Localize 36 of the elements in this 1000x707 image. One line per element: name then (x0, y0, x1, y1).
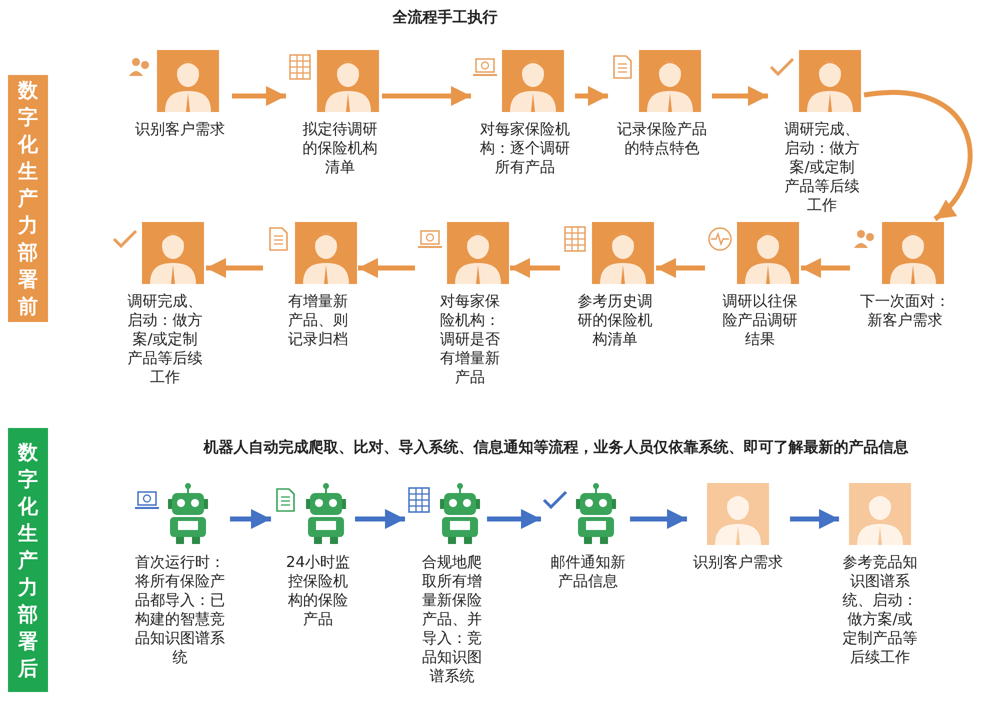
section-band: 数字化生产力部署前 (8, 75, 48, 322)
step-text: 调研完成、启动：做方案/或定制产品等后续工作 (126, 292, 204, 387)
step-text: 邮件通知新产品信息 (550, 553, 626, 591)
step-text: 参考竞品知识图谱系统、启动：做方案/或定制产品等后续工作 (842, 553, 918, 667)
step-text: 下一次面对：新客户需求 (859, 292, 951, 330)
arrow (230, 509, 271, 529)
step-text: 对每家保险机构：逐个调研所有产品 (479, 120, 571, 177)
arrow (801, 258, 850, 278)
step-text: 有增量新产品、则记录归档 (287, 292, 349, 349)
step-text: 调研完成、启动：做方案/或定制产品等后续工作 (784, 120, 860, 215)
arrow (575, 86, 608, 106)
step-text: 合规地爬取所有增量新保险产品、并导入：竞品知识图谱系统 (421, 553, 483, 686)
step-text: 对每家保险机构：调研是否有增量新产品 (439, 292, 501, 387)
arrow (232, 86, 286, 106)
arrow (382, 86, 471, 106)
arrow (206, 258, 263, 278)
arrow (487, 509, 541, 529)
heading: 全流程手工执行 (392, 8, 498, 27)
step-text: 记录保险产品的特点特色 (616, 120, 708, 158)
arrow (510, 258, 560, 278)
arrow (630, 509, 687, 529)
arrow (712, 86, 768, 106)
arrow (790, 509, 839, 529)
arrow (355, 509, 405, 529)
step-text: 识别客户需求 (692, 553, 784, 572)
arrow (358, 258, 415, 278)
arrow (656, 258, 705, 278)
subheading: 机器人自动完成爬取、比对、导入系统、信息通知等流程，业务人员仅依靠系统、即可了解最新的产品信息 (204, 438, 908, 457)
step-text: 参考历史调研的保险机构清单 (576, 292, 654, 349)
step-text: 24小时监控保险机构的保险产品 (284, 553, 352, 629)
step-text: 首次运行时：将所有保险产品都导入：已构建的智慧竞品知识图谱系统 (134, 553, 226, 667)
step-text: 识别客户需求 (134, 120, 226, 139)
step-text: 调研以往保险产品调研结果 (722, 292, 798, 349)
step-text: 拟定待调研的保险机构清单 (302, 120, 378, 177)
section-band: 数字化生产力部署后 (8, 428, 48, 692)
arrow (864, 90, 972, 221)
